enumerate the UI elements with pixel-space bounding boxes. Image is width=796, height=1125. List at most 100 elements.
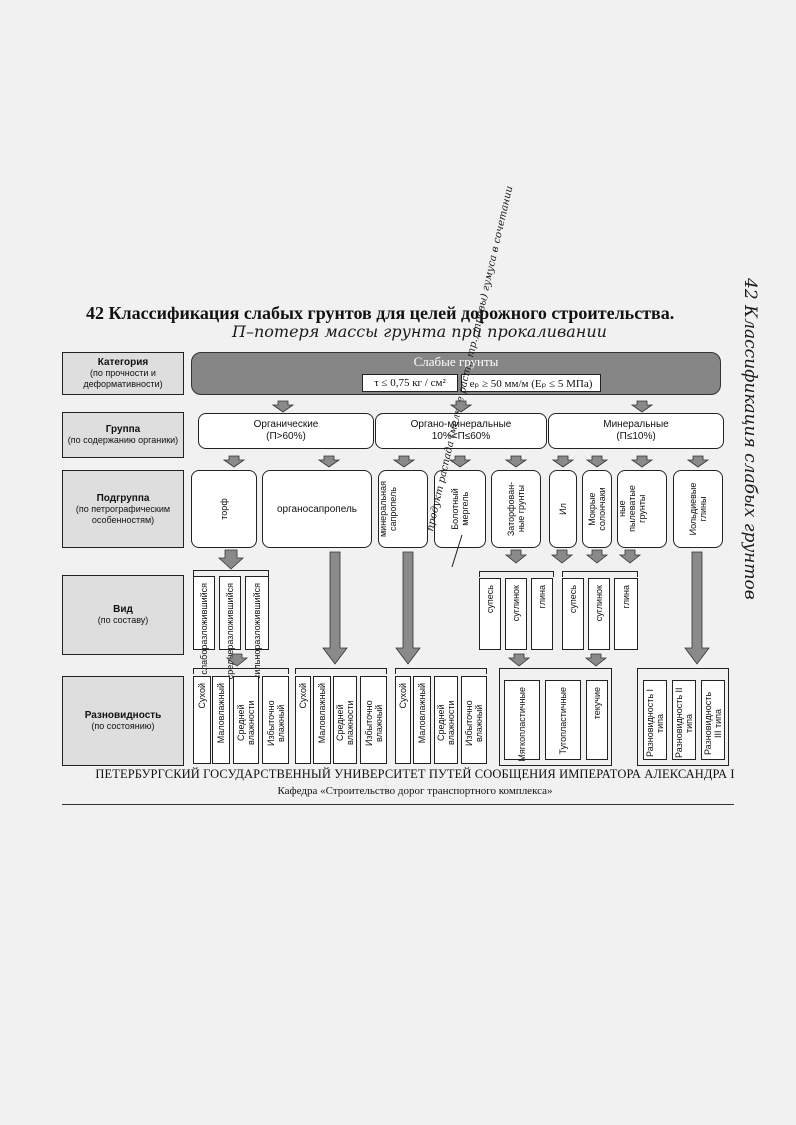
arrow-icon	[395, 551, 421, 665]
arrow-icon	[504, 549, 528, 564]
group-condition: 10%<П≤60%	[431, 431, 491, 442]
arrow-icon	[322, 551, 348, 665]
subgroup-pereuvlazhnennye: Переувлажнен ные пылеватые грунты	[617, 470, 667, 548]
footer-university: ПЕТЕРБУРГСКИЙ ГОСУДАРСТВЕННЫЙ УНИВЕРСИТЕ…	[95, 767, 735, 781]
variety-torf-medium: Средней влажности	[233, 676, 259, 764]
arrow-icon	[585, 455, 609, 468]
variety-bracket-organosapropel	[295, 668, 387, 674]
subgroup-label: органосапропель	[277, 503, 357, 515]
formula-deformation: eₚ ≥ 50 мм/м (Eₚ ≤ 5 МПа)	[461, 374, 601, 392]
variety-orgmin-dry: Сухой	[395, 676, 411, 764]
variety-frame-ioldievye	[637, 668, 729, 766]
variety-bracket-orgmin	[395, 668, 487, 674]
kind-torf-strong: сильноразложившийся	[245, 576, 269, 679]
kind-bracket-mineral	[562, 571, 638, 577]
variety-torf-low: Маловлажный	[212, 676, 230, 764]
group-mineral: Минеральные (П≤10%)	[548, 413, 724, 449]
group-condition: (П>60%)	[266, 431, 306, 442]
kind-zatorf-glina: глина	[531, 578, 553, 650]
variety-orgmin-excess: Избыточно влажный	[461, 676, 487, 764]
row-label-name: Разновидность	[84, 710, 162, 721]
row-label-name: Категория	[97, 357, 149, 368]
subgroup-org-min-sapropel: органо - минеральная сапропель	[378, 470, 428, 548]
subgroup-torf: торф	[191, 470, 257, 548]
handwritten-side-note: 42 Классификация слабых грунтов	[740, 278, 760, 600]
arrow-icon	[271, 400, 295, 413]
kind-mineral-supes: супесь	[562, 578, 584, 650]
kind-zatorf-suglinok: суглинок	[505, 578, 527, 650]
arrow-icon	[222, 455, 246, 468]
group-organic: Органические (П>60%)	[198, 413, 374, 449]
arrow-icon	[630, 455, 654, 468]
row-label-subgroup: Подгруппа (по петрографическим особеннос…	[62, 470, 184, 548]
row-label-variety: Разновидность (по состоянию)	[62, 676, 184, 766]
footer-rule	[62, 804, 734, 805]
row-label-desc: (по составу)	[97, 615, 149, 625]
subgroup-organosapropel: органосапропель	[262, 470, 372, 548]
variety-orgmin-medium: Средней влажности	[434, 676, 458, 764]
arrow-icon	[217, 549, 245, 570]
category-title: Слабые грунты	[413, 354, 499, 369]
variety-soft-plastic: Мягкопластичные	[504, 680, 540, 762]
kind-mineral-suglinok: суглинок	[588, 578, 610, 650]
variety-fluid: текучие	[586, 680, 608, 760]
row-label-name: Вид	[113, 604, 133, 615]
group-name: Органо-минеральные	[410, 419, 512, 430]
subgroup-il: Ил	[549, 470, 577, 548]
variety-frame-plasticity	[499, 668, 612, 766]
row-label-group: Группа (по содержанию органики)	[62, 412, 184, 458]
arrow-icon	[550, 549, 574, 564]
variety-type-1: Разновидность I типа	[643, 680, 667, 760]
kind-bracket-zatorf	[479, 571, 554, 577]
row-label-desc: (по состоянию)	[91, 721, 155, 731]
page-title: 42 Классификация слабых грунтов для целе…	[86, 303, 675, 323]
arrow-icon	[551, 455, 575, 468]
kind-mineral-glina: глина	[614, 578, 638, 650]
variety-hard-plastic: Тугопластичные	[545, 680, 581, 760]
subgroup-mokrye-solonchaki: Мокрые солончаки	[582, 470, 612, 548]
arrow-icon	[448, 455, 472, 468]
variety-bracket-torf	[193, 668, 289, 674]
group-name: Минеральные	[603, 419, 669, 430]
arrow-icon	[686, 455, 710, 468]
variety-orgsap-excess: Избыточно влажный	[360, 676, 387, 764]
formula-shear-strength: τ ≤ 0,75 кг / см²	[362, 374, 458, 392]
subgroup-zatorfovannye: Заторфован-ные грунты	[491, 470, 541, 548]
arrow-icon	[504, 455, 528, 468]
arrow-icon	[507, 653, 531, 667]
row-label-category: Категория (по прочности и деформативност…	[62, 352, 184, 395]
arrow-icon	[585, 549, 609, 564]
subgroup-bolotny-mergel: Болотный мергель	[434, 470, 486, 548]
row-label-name: Группа	[105, 424, 141, 435]
variety-orgsap-dry: Сухой	[295, 676, 311, 764]
kind-zatorf-supes: супесь	[479, 578, 501, 650]
kind-bracket-torf	[193, 570, 269, 576]
variety-type-2: Разновидность II типа	[672, 680, 696, 760]
row-label-name: Подгруппа	[96, 492, 150, 504]
variety-orgsap-medium: Средней влажности	[333, 676, 357, 764]
footer-department: Кафедра «Строительство дорог транспортно…	[277, 785, 553, 797]
arrow-icon	[618, 549, 642, 564]
row-label-desc: (по содержанию органики)	[67, 435, 179, 445]
arrow-icon	[392, 455, 416, 468]
arrow-icon	[449, 400, 473, 413]
variety-orgmin-low: Маловлажный	[413, 676, 431, 764]
kind-torf-weak: слаборазложившийся	[193, 576, 215, 675]
variety-type-3: Разновидность III типа	[701, 680, 725, 760]
arrow-icon	[630, 400, 654, 413]
arrow-icon	[225, 653, 249, 667]
arrow-icon	[317, 455, 341, 468]
group-condition: (П≤10%)	[616, 431, 656, 442]
row-label-desc: (по петрографическим особенностям)	[75, 503, 171, 525]
group-name: Органические	[253, 419, 319, 430]
handwritten-subtitle: П–потеря массы грунта при прокаливании	[232, 322, 607, 341]
arrow-icon	[684, 551, 710, 665]
variety-torf-excess: Избыточно влажный	[262, 676, 289, 764]
arrow-icon	[584, 653, 608, 667]
variety-orgsap-low: Маловлажный	[313, 676, 331, 764]
variety-torf-dry: Сухой	[193, 676, 211, 764]
row-label-desc: (по прочности и деформативности)	[83, 368, 163, 389]
note-pointer-line	[451, 534, 463, 568]
